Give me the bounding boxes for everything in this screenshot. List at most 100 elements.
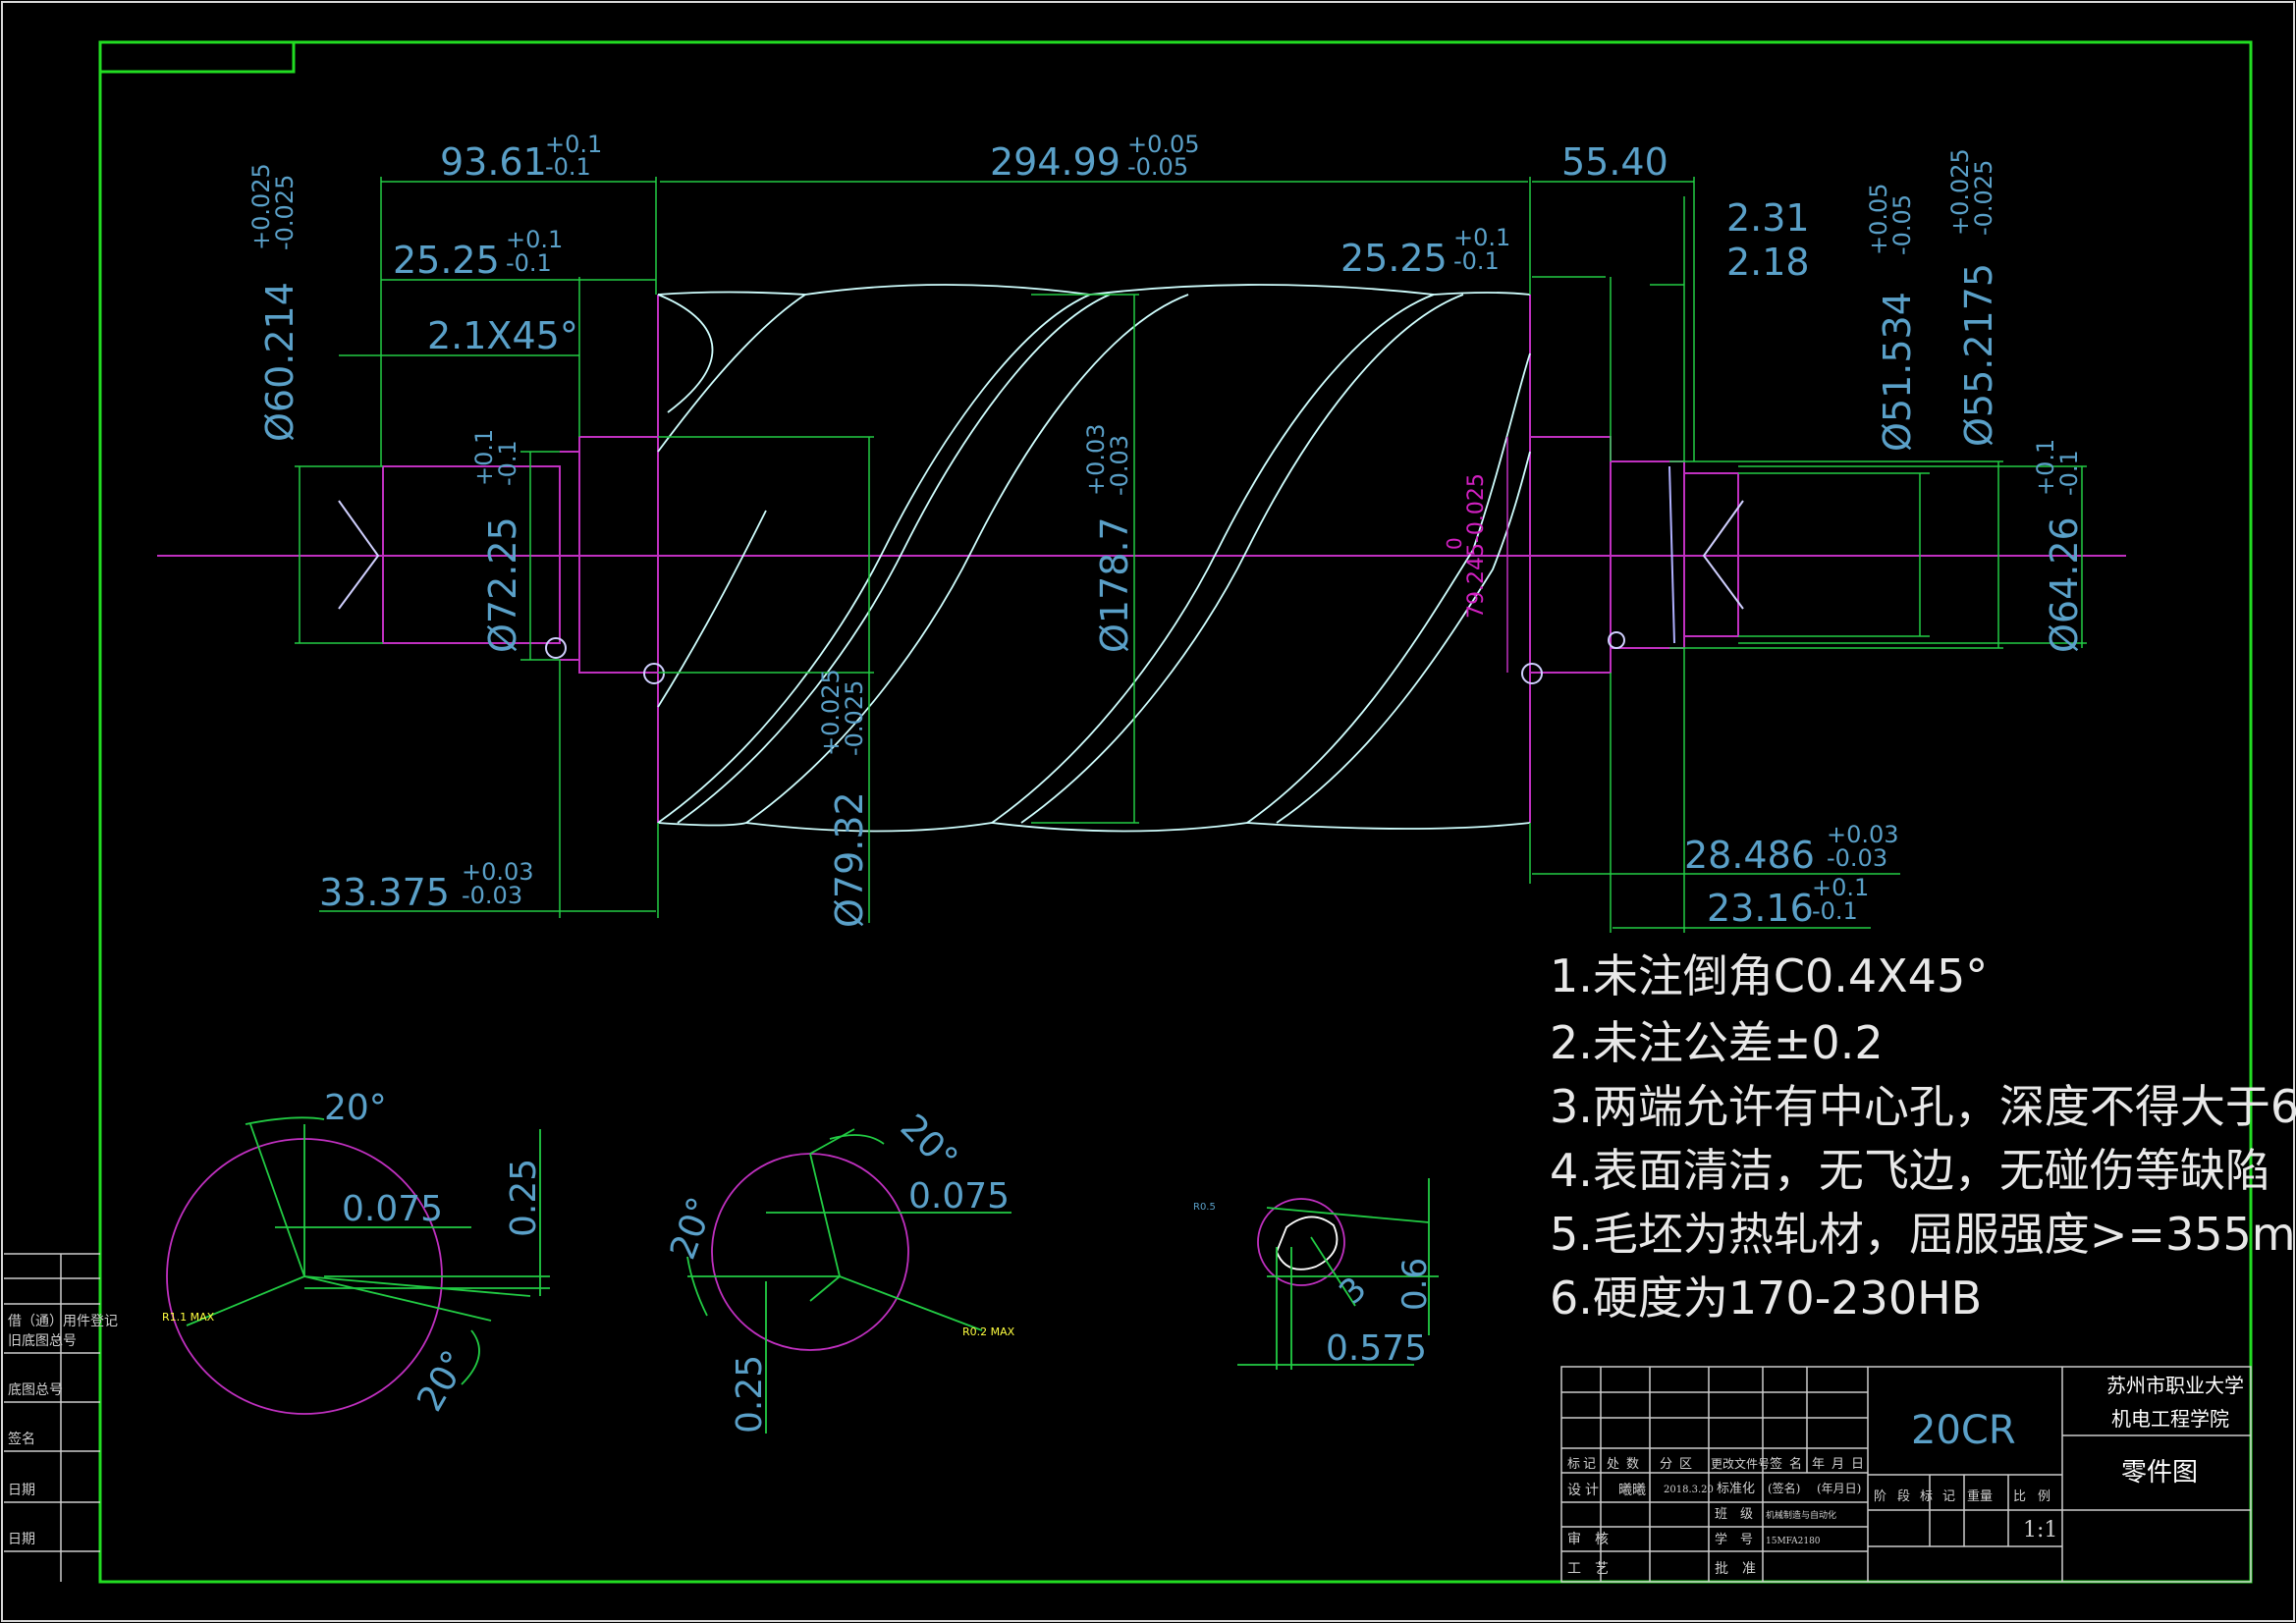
side-label-5: 日期 xyxy=(8,1532,35,1547)
dim-23-upper: +0.1 xyxy=(1812,874,1869,901)
tb-header-8: 名 xyxy=(1789,1456,1802,1472)
tb-approve-label: 批 准 xyxy=(1715,1561,1756,1577)
dim-phi55-upper: +0.025 xyxy=(1946,148,1974,236)
note-6: 6.硬度为170-230HB xyxy=(1550,1271,1982,1325)
p1-radius: R1.1 MAX xyxy=(162,1311,215,1324)
dim-93-upper: +0.1 xyxy=(545,131,602,158)
p2-dim-025: 0.25 xyxy=(730,1355,770,1434)
profile-2 xyxy=(686,1128,1011,1434)
p1-angle-bot: 20° xyxy=(410,1344,475,1419)
dim-218: 2.18 xyxy=(1726,241,1810,284)
dim-phi60-upper: +0.025 xyxy=(247,163,275,250)
dim-phi178-upper: +0.03 xyxy=(1082,423,1110,496)
note-1: 1.未注倒角C0.4X45° xyxy=(1550,949,1988,1002)
tb-material: 20CR xyxy=(1911,1408,2016,1453)
dim-phi64-lower: -0.1 xyxy=(2055,450,2083,496)
dim-25b-upper: +0.1 xyxy=(1453,224,1510,251)
dim-93-value: 93.61 xyxy=(440,140,547,184)
tb-stage-1: 段 xyxy=(1897,1489,1910,1504)
dim-231: 2.31 xyxy=(1726,196,1810,240)
dim-phi51-lower: -0.05 xyxy=(1888,194,1916,255)
tb-stage-5: 比 xyxy=(2013,1489,2026,1504)
side-label-0: 借（通）用件登记 xyxy=(8,1314,118,1329)
tb-scale: 1:1 xyxy=(2023,1518,2057,1542)
dim-phi51-value: Ø51.534 xyxy=(1876,292,1919,452)
dim-phi79-value: Ø79.32 xyxy=(828,791,871,928)
tb-stage-6: 例 xyxy=(2038,1489,2050,1504)
dim-25a-value: 25.25 xyxy=(393,239,500,282)
dim-phi64-value: Ø64.26 xyxy=(2043,516,2086,653)
rotor-body xyxy=(338,284,1744,833)
side-block xyxy=(4,1253,100,1582)
dim-phi72-value: Ø72.25 xyxy=(481,516,524,653)
tb-header-7: 签 xyxy=(1770,1456,1782,1472)
dim-28-upper: +0.03 xyxy=(1827,821,1899,848)
p1-angle-top: 20° xyxy=(324,1088,387,1128)
dim-25a-upper: +0.1 xyxy=(506,226,563,253)
tb-drawing-type: 零件图 xyxy=(2121,1458,2198,1488)
corner-box xyxy=(98,40,296,74)
tb-header-6: 更改文件号 xyxy=(1711,1456,1770,1471)
tb-header-2: 处 xyxy=(1607,1457,1619,1472)
tb-stage-4: 重量 xyxy=(1967,1488,1993,1504)
dim-phi178-value: Ø178.7 xyxy=(1093,516,1136,653)
tb-std-label: 标准化 xyxy=(1717,1482,1755,1496)
tb-designer: 曦曦 xyxy=(1618,1483,1646,1498)
p1-dim-0075: 0.075 xyxy=(342,1189,443,1229)
tb-school: 苏州市职业大学 xyxy=(2106,1374,2244,1397)
dim-93-lower: -0.1 xyxy=(545,153,591,181)
dim-55-value: 55.40 xyxy=(1561,140,1668,184)
p3-dim-0575: 0.575 xyxy=(1326,1328,1427,1369)
p1-dim-025: 0.25 xyxy=(504,1159,544,1237)
side-label-2: 底图总号 xyxy=(8,1382,63,1398)
tb-header-9: 年 xyxy=(1812,1457,1825,1472)
tb-college: 机电工程学院 xyxy=(2111,1407,2229,1431)
tb-header-0: 标 xyxy=(1567,1457,1580,1472)
dim-phi178-lower: -0.03 xyxy=(1106,435,1133,496)
profile-1 xyxy=(166,1116,550,1415)
tb-review-label: 审 核 xyxy=(1567,1532,1609,1547)
dim-294-lower: -0.05 xyxy=(1127,153,1188,181)
tb-header-3: 数 xyxy=(1626,1457,1639,1472)
drawing-frame xyxy=(98,40,2253,1584)
tb-ymd-label: (年月日) xyxy=(1817,1482,1861,1495)
tb-id-value: 15MFA2180 xyxy=(1766,1537,1821,1546)
p3-dim-06: 0.6 xyxy=(1395,1258,1435,1311)
note-5: 5.毛坯为热轧材，屈服强度>=355mpa xyxy=(1550,1208,2296,1261)
tb-header-11: 日 xyxy=(1851,1457,1864,1472)
dim-294-upper: +0.05 xyxy=(1127,131,1200,158)
dim-28-lower: -0.03 xyxy=(1827,844,1887,872)
tb-design-label2: 计 xyxy=(1585,1483,1599,1498)
dim-phi79-upper: +0.025 xyxy=(817,669,845,756)
dim-23-lower: -0.1 xyxy=(1812,897,1858,925)
tb-stage-2: 标 xyxy=(1920,1489,1933,1504)
tb-header-4: 分 xyxy=(1660,1457,1672,1472)
note-4: 4.表面清洁，无飞边，无碰伤等缺陷 xyxy=(1550,1144,2270,1197)
tb-stage-0: 阶 xyxy=(1874,1489,1886,1504)
dim-phi60-lower: -0.025 xyxy=(271,175,299,250)
dim-phi51-upper: +0.05 xyxy=(1865,183,1892,255)
p2-angle-top: 20° xyxy=(893,1107,965,1179)
dim-phi60-value: Ø60.214 xyxy=(258,282,301,442)
dim-phi55-value: Ø55.2175 xyxy=(1957,263,2000,447)
dim-mag79-value: 79.245-0.025 xyxy=(1464,473,1489,619)
dim-chamfer: 2.1X45° xyxy=(427,314,578,357)
profile-3 xyxy=(1237,1178,1439,1370)
tb-id-label: 学 号 xyxy=(1715,1532,1753,1547)
dim-28-value: 28.486 xyxy=(1684,834,1815,877)
note-3: 3.两端允许有中心孔，深度不得大于6mm xyxy=(1550,1080,2296,1133)
tb-class-value: 机械制造与自动化 xyxy=(1766,1509,1836,1521)
tb-stage-3: 记 xyxy=(1942,1489,1955,1504)
dim-phi64-upper: +0.1 xyxy=(2032,439,2059,496)
tb-design-label: 设 xyxy=(1567,1483,1581,1498)
p3-radius: R0.5 xyxy=(1193,1202,1216,1213)
dim-33-value: 33.375 xyxy=(319,871,450,914)
tb-class-label: 班 级 xyxy=(1715,1507,1753,1522)
tb-header-5: 区 xyxy=(1679,1457,1692,1472)
tb-sign-label: (签名) xyxy=(1768,1481,1800,1495)
dim-33-lower: -0.03 xyxy=(462,882,522,909)
dim-294-value: 294.99 xyxy=(990,140,1121,184)
dim-33-upper: +0.03 xyxy=(462,858,534,886)
